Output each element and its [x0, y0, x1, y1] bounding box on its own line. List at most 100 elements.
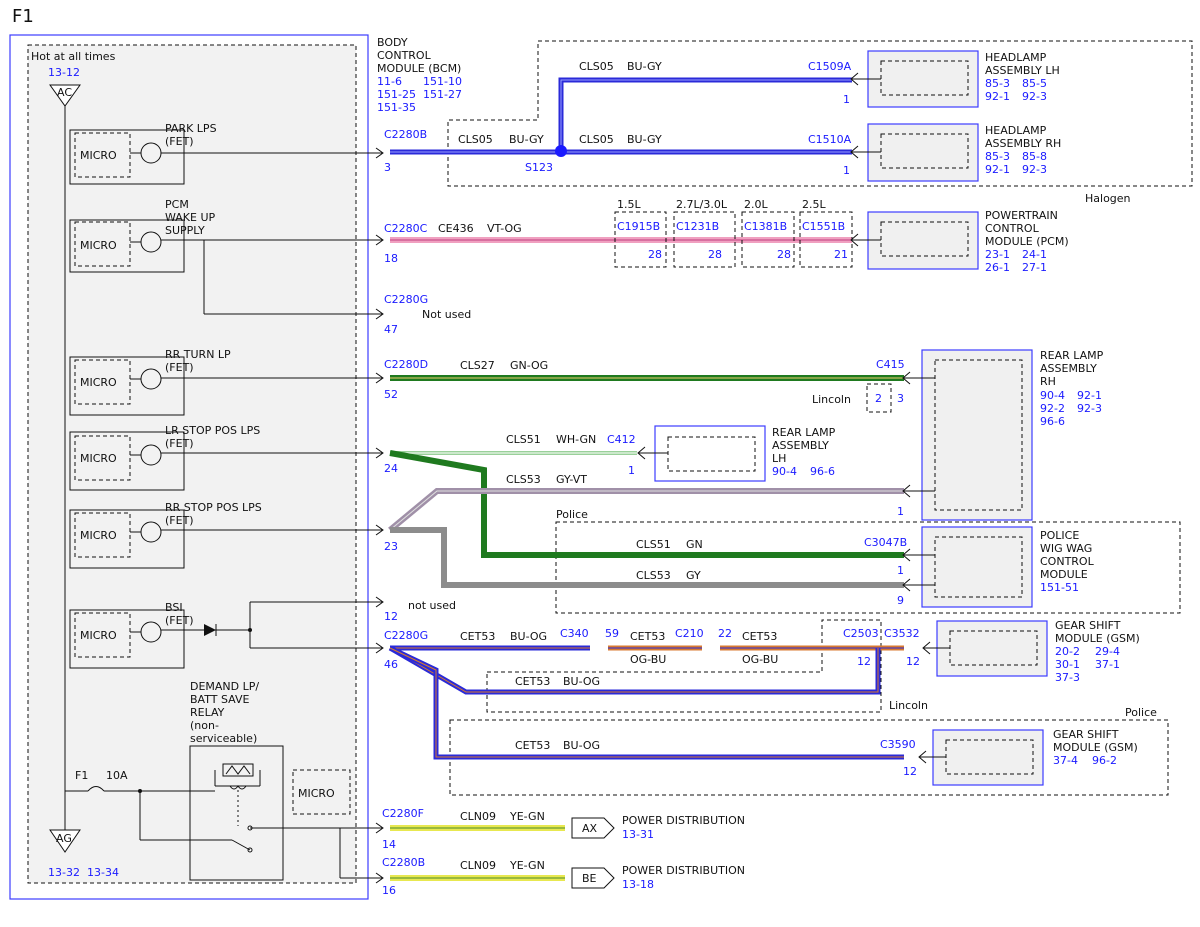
svg-text:(FET): (FET)	[165, 614, 194, 627]
svg-text:MODULE: MODULE	[1040, 568, 1088, 581]
svg-text:POWER DISTRIBUTION: POWER DISTRIBUTION	[622, 814, 745, 827]
svg-text:PCM: PCM	[165, 198, 189, 211]
svg-text:WIG WAG: WIG WAG	[1040, 542, 1092, 555]
svg-text:37-1: 37-1	[1095, 658, 1120, 671]
svg-text:1: 1	[843, 93, 850, 106]
svg-text:22: 22	[718, 627, 732, 640]
wire-bsi: CET53 BU-OG C340 59 CET53 OG-BU C210 22 …	[388, 627, 920, 778]
svg-text:1: 1	[628, 464, 635, 477]
svg-text:92-2: 92-2	[1040, 402, 1065, 415]
svg-text:CET53: CET53	[515, 739, 550, 752]
svg-text:47: 47	[384, 323, 398, 336]
svg-text:13-18: 13-18	[622, 878, 654, 891]
svg-text:85-3: 85-3	[985, 77, 1010, 90]
svg-text:12: 12	[857, 655, 871, 668]
svg-text:C2280G: C2280G	[384, 629, 428, 642]
svg-text:C2280B: C2280B	[382, 856, 425, 869]
svg-text:CET53: CET53	[630, 630, 665, 643]
svg-text:CET53: CET53	[460, 630, 495, 643]
svg-text:96-2: 96-2	[1092, 754, 1117, 767]
svg-text:29-4: 29-4	[1095, 645, 1120, 658]
relay-switch-icon	[231, 839, 251, 851]
svg-text:not used: not used	[408, 599, 456, 612]
svg-text:37-3: 37-3	[1055, 671, 1080, 684]
headlamp-rh: HEADLAMP ASSEMBLY RH 85-3 85-8 92-1 92-3	[850, 123, 1061, 182]
svg-text:24: 24	[384, 462, 398, 475]
svg-text:(non-: (non-	[190, 719, 219, 732]
svg-text:MODULE (GSM): MODULE (GSM)	[1053, 741, 1138, 754]
svg-text:16: 16	[382, 884, 396, 897]
svg-text:(FET): (FET)	[165, 135, 194, 148]
svg-text:RH: RH	[1040, 375, 1056, 388]
svg-text:26-1: 26-1	[985, 261, 1010, 274]
svg-text:GY-VT: GY-VT	[556, 473, 587, 486]
svg-text:CLN09: CLN09	[460, 859, 496, 872]
pcm-module: POWERTRAIN CONTROL MODULE (PCM) 23-1 24-…	[850, 209, 1069, 274]
svg-text:C412: C412	[607, 433, 636, 446]
svg-text:59: 59	[605, 627, 619, 640]
driver-rr-stop: MICRO RR STOP POS LPS (FET)	[69, 501, 383, 569]
svg-text:96-6: 96-6	[1040, 415, 1065, 428]
svg-text:RELAY: RELAY	[190, 706, 225, 719]
svg-text:C1381B: C1381B	[744, 220, 787, 233]
svg-text:C1509A: C1509A	[808, 60, 852, 73]
svg-text:151-25: 151-25	[377, 88, 416, 101]
ac-connector-icon	[49, 84, 81, 107]
svg-text:Police: Police	[556, 508, 588, 521]
svg-text:Lincoln: Lincoln	[889, 699, 928, 712]
gear-shift-module-1: GEAR SHIFT MODULE (GSM) 20-2 29-4 30-1 3…	[922, 619, 1140, 684]
gear-shift-module-2: GEAR SHIFT MODULE (GSM) 37-4 96-2	[918, 728, 1138, 786]
wire-rr-stop: CLS53 GY-VT 1 CLS53 GY 9	[388, 473, 904, 607]
svg-text:C415: C415	[876, 358, 905, 371]
svg-text:C2280C: C2280C	[384, 222, 428, 235]
rear-lamp-rh: REAR LAMP ASSEMBLY RH 90-4 92-1 92-2 92-…	[902, 349, 1104, 521]
svg-text:C2503: C2503	[843, 627, 879, 640]
svg-text:52: 52	[384, 388, 398, 401]
svg-text:12: 12	[903, 765, 917, 778]
svg-text:GN: GN	[686, 538, 703, 551]
hot-ref: 13-12	[48, 66, 80, 79]
svg-text:C340: C340	[560, 627, 589, 640]
svg-text:BU-OG: BU-OG	[563, 739, 600, 752]
svg-text:85-3: 85-3	[985, 150, 1010, 163]
svg-text:GN-OG: GN-OG	[510, 359, 548, 372]
svg-text:CLS27: CLS27	[460, 359, 495, 372]
svg-text:POWERTRAIN: POWERTRAIN	[985, 209, 1058, 222]
svg-text:96-6: 96-6	[810, 465, 835, 478]
svg-text:9: 9	[897, 594, 904, 607]
wire-police-gn: CLS51 GN C3047B 1	[389, 450, 907, 577]
svg-text:90-4: 90-4	[1040, 389, 1065, 402]
svg-text:OG-BU: OG-BU	[742, 653, 778, 666]
svg-text:18: 18	[384, 252, 398, 265]
svg-text:BE: BE	[582, 872, 597, 885]
svg-text:BSI: BSI	[165, 601, 183, 614]
svg-text:MICRO: MICRO	[80, 629, 117, 642]
hot-at-all-times-label: Hot at all times	[31, 50, 116, 63]
svg-text:151-10: 151-10	[423, 75, 462, 88]
svg-text:27-1: 27-1	[1022, 261, 1047, 274]
svg-text:2.5L: 2.5L	[802, 198, 826, 211]
relay-box	[189, 745, 284, 881]
svg-text:28: 28	[648, 248, 662, 261]
svg-text:3: 3	[897, 392, 904, 405]
svg-text:21: 21	[834, 248, 848, 261]
svg-text:WH-GN: WH-GN	[556, 433, 596, 446]
svg-text:AX: AX	[582, 822, 598, 835]
bcm-title-2: CONTROL	[377, 49, 432, 62]
svg-text:1.5L: 1.5L	[617, 198, 641, 211]
svg-text:CET53: CET53	[742, 630, 777, 643]
svg-text:REAR LAMP: REAR LAMP	[772, 426, 836, 439]
relay-resistor-icon	[222, 763, 254, 777]
svg-text:ASSEMBLY: ASSEMBLY	[772, 439, 829, 452]
svg-text:CONTROL: CONTROL	[1040, 555, 1095, 568]
svg-text:23-1: 23-1	[985, 248, 1010, 261]
svg-text:Not used: Not used	[422, 308, 471, 321]
svg-text:C2280F: C2280F	[382, 807, 424, 820]
svg-text:151-27: 151-27	[423, 88, 462, 101]
driver-pcm: MICRO PCM WAKE UP SUPPLY	[69, 198, 383, 315]
svg-text:2: 2	[875, 392, 882, 405]
svg-text:(FET): (FET)	[165, 437, 194, 450]
svg-text:CLS51: CLS51	[636, 538, 671, 551]
svg-text:GY: GY	[686, 569, 701, 582]
svg-text:WAKE UP: WAKE UP	[165, 211, 216, 224]
